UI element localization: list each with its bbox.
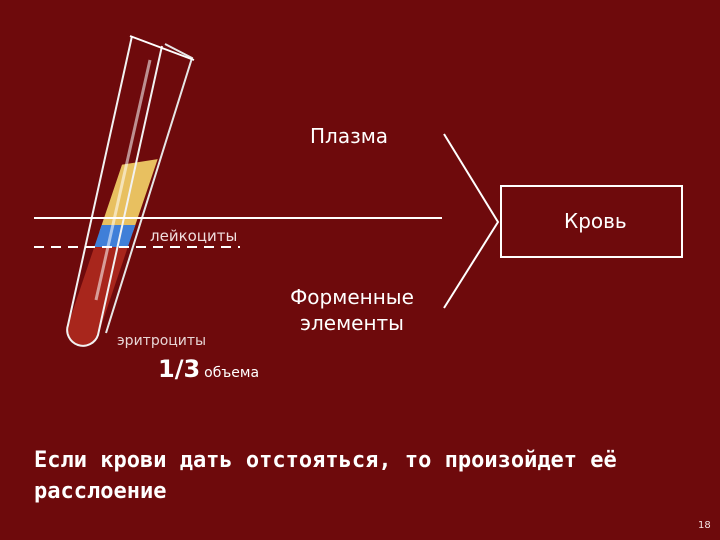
bracket-lines [443, 133, 500, 309]
slide-caption: Если крови дать отстояться, то произойде… [34, 448, 617, 504]
page-number: 18 [698, 520, 711, 531]
tube-rim [129, 35, 195, 61]
tube-outline [66, 35, 163, 347]
erythrocyte-layer [67, 247, 133, 346]
plasma-label: Плазма [310, 124, 389, 148]
blood-box: Кровь [500, 185, 683, 258]
formed-elements-label: Форменные элементы [290, 285, 414, 335]
leukocyte-layer [67, 225, 140, 247]
fraction-unit: объема [204, 365, 260, 381]
leukocytes-label: лейкоциты [150, 227, 238, 245]
fraction-value: 1/3 [158, 355, 201, 383]
test-tube [66, 35, 195, 347]
tube-highlight [94, 59, 152, 301]
blood-label: Кровь [564, 209, 627, 233]
erythrocytes-label: эритроциты [117, 333, 207, 349]
tube-wall [105, 43, 194, 334]
